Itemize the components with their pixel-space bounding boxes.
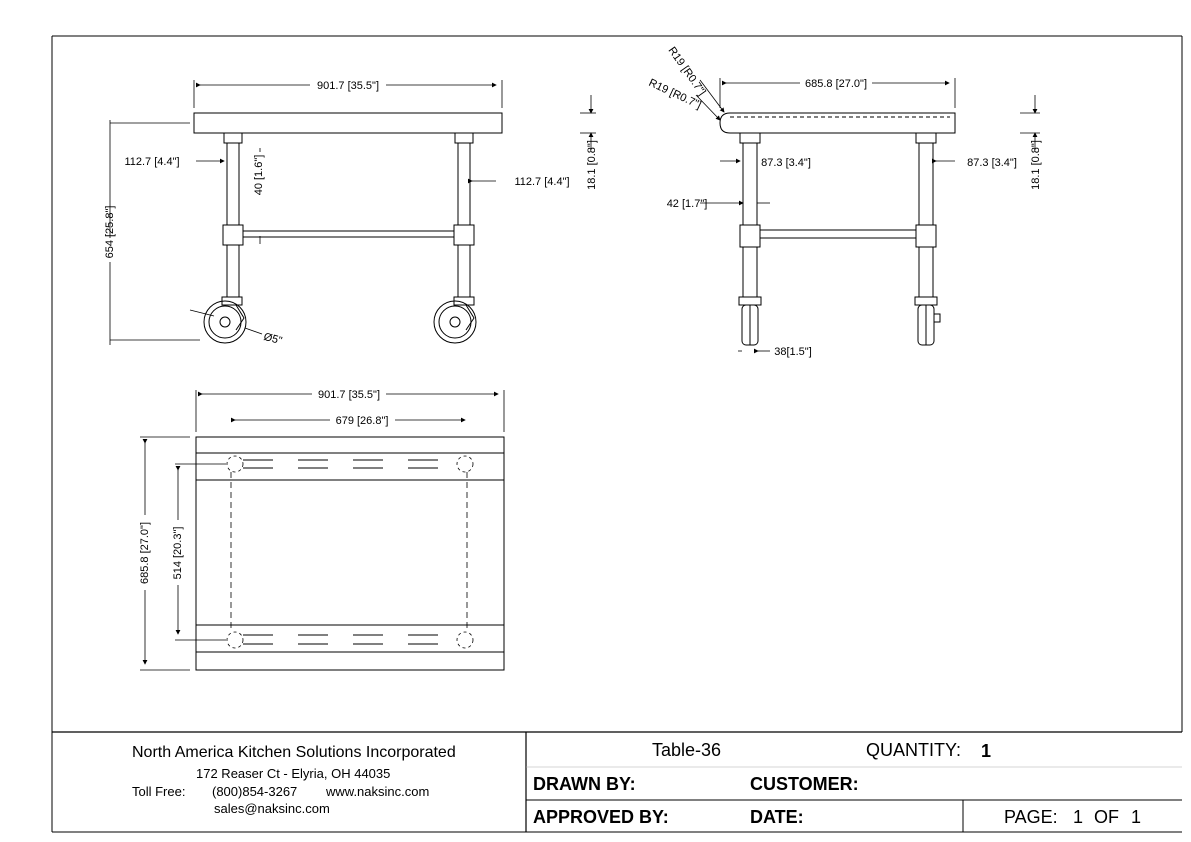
- quantity-value: 1: [981, 741, 992, 761]
- front-left-offset-label: 112.7 [4.4"]: [124, 156, 179, 168]
- side-depth-label: 685.8 [27.0"]: [805, 78, 867, 90]
- title-block-grid: [52, 731, 1182, 832]
- front-top-thickness-label: 18.1 [0.8"]: [586, 140, 598, 190]
- front-caster-diameter-label: Ø5": [262, 331, 283, 347]
- top-view-labels: 901.7 [35.5"] 679 [26.8"] 685.8 [27.0"] …: [139, 389, 388, 584]
- front-right-offset-label: 112.7 [4.4"]: [514, 176, 569, 188]
- side-leg-size-label: 42 [1.7"]: [667, 198, 708, 210]
- customer-label: CUSTOMER:: [750, 774, 859, 794]
- page-total: 1: [1131, 807, 1142, 827]
- top-view: [195, 436, 505, 671]
- front-width-label: 901.7 [35.5"]: [317, 80, 379, 92]
- front-rail-height-label: 40 [1.6"]: [253, 155, 265, 196]
- side-caster-width-label: 38[1.5"]: [774, 346, 812, 358]
- toll-free-label: Toll Free:: [132, 784, 186, 799]
- side-right-offset-label: 87.3 [3.4"]: [967, 157, 1017, 169]
- page-current: 1: [1073, 807, 1084, 827]
- page-label: PAGE:: [1004, 807, 1058, 827]
- side-view-dimensions: [695, 78, 1040, 354]
- front-view: [193, 112, 503, 344]
- top-leg-spacing-depth-label: 514 [20.3"]: [172, 527, 184, 580]
- quantity-label: QUANTITY:: [866, 740, 962, 760]
- company-address: 172 Reaser Ct - Elyria, OH 44035: [196, 766, 391, 781]
- date-label: DATE:: [750, 807, 804, 827]
- top-depth-label: 685.8 [27.0"]: [139, 522, 151, 584]
- side-view-labels: 685.8 [27.0"] R19 [R0.7"] R19 [R0.7"] 87…: [647, 45, 1042, 358]
- company-name: North America Kitchen Solutions Incorpor…: [132, 744, 456, 761]
- sheet-border: [51, 35, 1183, 833]
- drawn-by-label: DRAWN BY:: [533, 774, 636, 794]
- side-left-offset-label: 87.3 [3.4"]: [761, 157, 811, 169]
- front-view-labels: 901.7 [35.5"] 112.7 [4.4"] 112.7 [4.4"] …: [104, 80, 598, 347]
- page-of-label: OF: [1094, 807, 1119, 827]
- company-email[interactable]: sales@naksinc.com: [214, 801, 330, 816]
- company-phone: (800)854-3267: [212, 784, 298, 799]
- approved-by-label: APPROVED BY:: [533, 807, 669, 827]
- side-top-thickness-label: 18.1 [0.8"]: [1030, 140, 1042, 190]
- front-view-dimensions: [109, 80, 596, 345]
- company-website[interactable]: www.naksinc.com: [326, 784, 430, 799]
- top-leg-spacing-width-label: 679 [26.8"]: [336, 415, 389, 427]
- side-view: [719, 112, 956, 346]
- top-view-dimensions: [140, 390, 505, 671]
- front-height-label: 654 [25.8"]: [104, 206, 116, 259]
- top-width-label: 901.7 [35.5"]: [318, 389, 380, 401]
- part-name: Table-36: [652, 740, 722, 760]
